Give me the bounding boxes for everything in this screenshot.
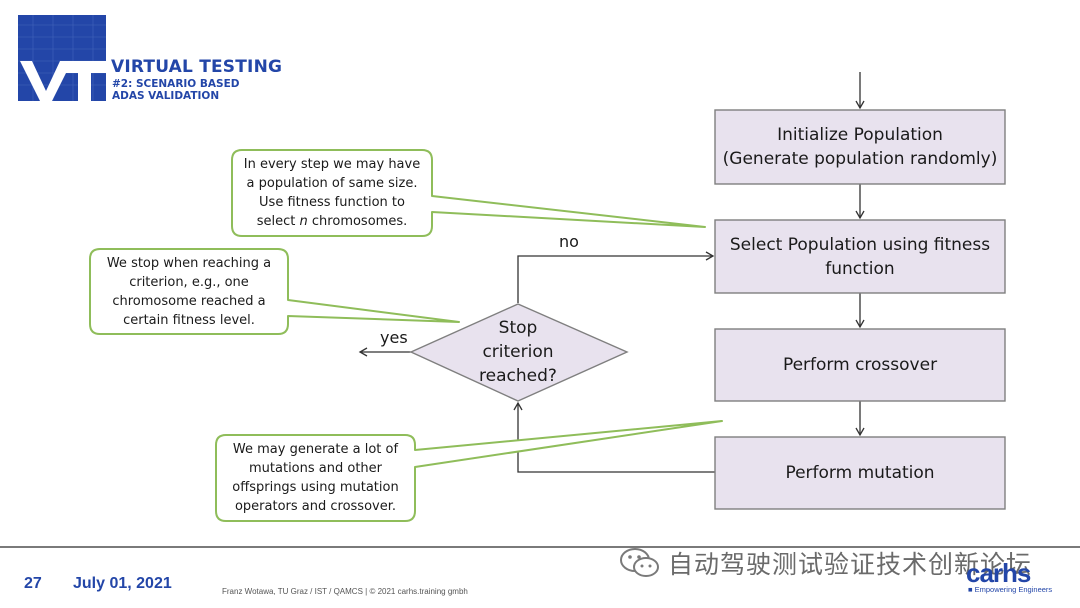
callout-mutation-line2: mutations and other: [249, 461, 382, 476]
crossover-box: [714, 328, 1006, 402]
decision-line3: reached?: [479, 366, 557, 386]
header-title: VIRTUAL TESTING: [111, 57, 283, 77]
header-subtitle-2: ADAS VALIDATION: [112, 90, 220, 102]
footer-divider: [0, 546, 1080, 548]
brand-logo: carhs: [966, 558, 1031, 588]
callout-stop-line4: certain fitness level.: [123, 312, 255, 328]
select-box-label: Select Population using fitness function: [715, 220, 1005, 293]
callout-stop-line3: chromosome reached a: [112, 293, 266, 309]
callout-step-line4-post: chromosomes.: [307, 214, 408, 229]
callout-stop-line1: We stop when reaching a: [106, 255, 272, 271]
callout-mutation-text: We may generate a lot of mutations and o…: [218, 437, 413, 519]
decision-label: Stop criterion reached?: [448, 316, 588, 388]
select-line2: function: [825, 258, 895, 279]
logo: [18, 15, 106, 101]
mutation-box-label: Perform mutation: [785, 463, 935, 483]
decision-diamond: [409, 303, 629, 402]
callouts: [89, 149, 723, 522]
callout-mutation-line1: We may generate a lot of: [232, 442, 399, 457]
init-box: [714, 109, 1006, 185]
flow-arrows: [358, 72, 865, 473]
arrow-no-loop: [517, 251, 715, 303]
decision-line2: criterion: [482, 342, 554, 362]
yes-label: yes: [380, 328, 408, 347]
callout-step-line2: a population of same size.: [246, 176, 418, 191]
slide-date: July 01, 2021: [73, 575, 172, 592]
select-line1: Select Population using fitness: [729, 234, 991, 255]
footer-credit: Franz Wotawa, TU Graz / IST / QAMCS | © …: [222, 587, 468, 596]
watermark-text: 自动驾驶测试验证技术创新论坛: [668, 550, 1033, 579]
crossover-box-label: Perform crossover: [782, 355, 938, 375]
callout-step-line4: select n chromosomes.: [257, 212, 407, 231]
init-line2: (Generate population randomly): [722, 149, 998, 169]
callout-step-variable: n: [299, 214, 308, 229]
mutation-box: [714, 436, 1006, 510]
callout-step-line1: In every step we may have: [243, 157, 421, 172]
callout-stop-line2: criterion, e.g., one: [129, 274, 249, 290]
callout-mutation-line3: offsprings using mutation: [232, 480, 399, 495]
init-line1: Initialize Population: [777, 125, 943, 145]
select-box: [714, 219, 1006, 294]
no-label: no: [559, 232, 579, 251]
wechat-icon: [618, 546, 662, 580]
page-number: 27: [24, 575, 42, 592]
callout-step-line3: Use fitness function to: [259, 195, 405, 210]
init-box-label: Initialize Population (Generate populati…: [715, 110, 1005, 184]
header-subtitle-1: #2: SCENARIO BASED: [112, 78, 240, 90]
callout-stop-text: We stop when reaching a criterion, e.g.,…: [92, 251, 286, 332]
callout-mutation-shape: [215, 420, 723, 522]
callout-step-shape: [231, 149, 706, 237]
callout-stop-shape: [89, 248, 460, 335]
process-boxes: [714, 109, 1006, 510]
brand-tagline: ■ Empowering Engineers: [968, 585, 1053, 594]
callout-step-text: In every step we may have a population o…: [234, 152, 430, 234]
callout-mutation-line4: operators and crossover.: [234, 499, 397, 514]
decision-line1: Stop: [498, 318, 538, 338]
arrow-mutation-to-decision: [513, 401, 715, 473]
callout-step-line4-pre: select: [256, 214, 300, 229]
